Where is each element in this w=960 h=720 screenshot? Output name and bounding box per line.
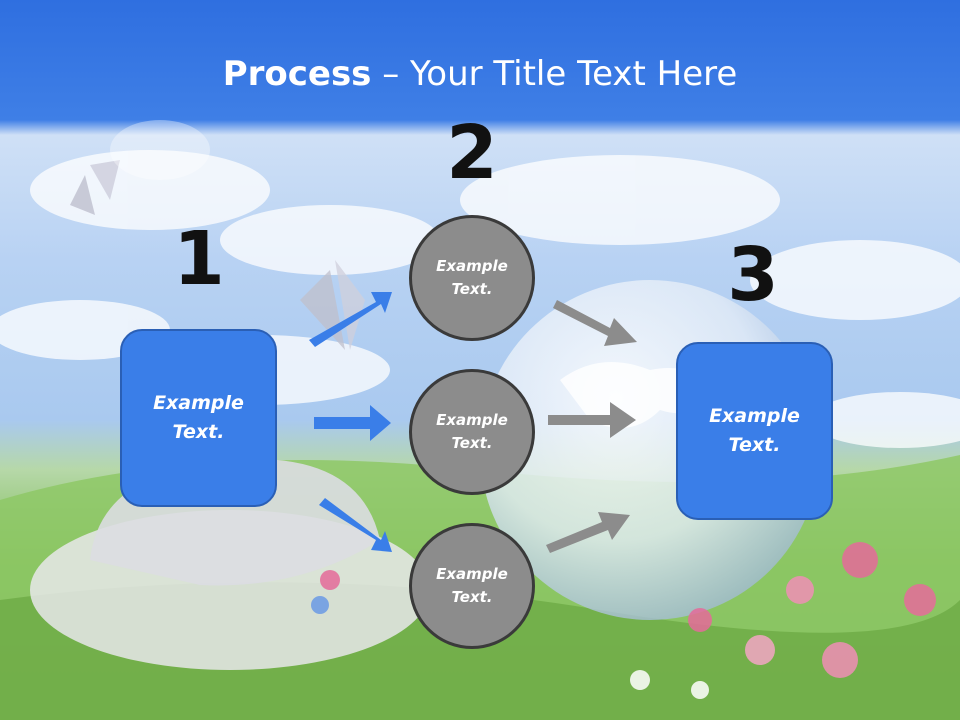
step-3-box: Example Text. bbox=[676, 342, 833, 520]
flowers bbox=[311, 542, 936, 699]
step-1-box: Example Text. bbox=[120, 329, 277, 507]
step-2-circle-2: Example Text. bbox=[409, 369, 535, 495]
circle-3-label: Example Text. bbox=[436, 565, 508, 606]
arrow-right-icon bbox=[309, 292, 392, 347]
circle-1-label: Example Text. bbox=[436, 257, 508, 298]
arrow-right-icon bbox=[548, 402, 636, 438]
sun-glow bbox=[110, 120, 210, 180]
arrow-right-icon bbox=[553, 300, 637, 346]
step-2-circle-3: Example Text. bbox=[409, 523, 535, 649]
step-3-label: Example Text. bbox=[709, 405, 800, 456]
step-1-label: Example Text. bbox=[153, 392, 244, 443]
page-title: Process – Your Title Text Here bbox=[0, 52, 960, 96]
step-number-1: 1 bbox=[173, 216, 225, 302]
title-rest: – Your Title Text Here bbox=[371, 54, 738, 94]
arrow-right-icon bbox=[319, 498, 392, 552]
title-bold: Process bbox=[222, 54, 372, 94]
step-2-circle-1: Example Text. bbox=[409, 215, 535, 341]
arrow-right-icon bbox=[314, 405, 391, 441]
step-number-3: 3 bbox=[727, 232, 779, 318]
butterfly-left bbox=[70, 160, 120, 215]
arrow-right-icon bbox=[546, 512, 630, 553]
circle-2-label: Example Text. bbox=[436, 411, 508, 452]
step-number-2: 2 bbox=[446, 110, 498, 196]
